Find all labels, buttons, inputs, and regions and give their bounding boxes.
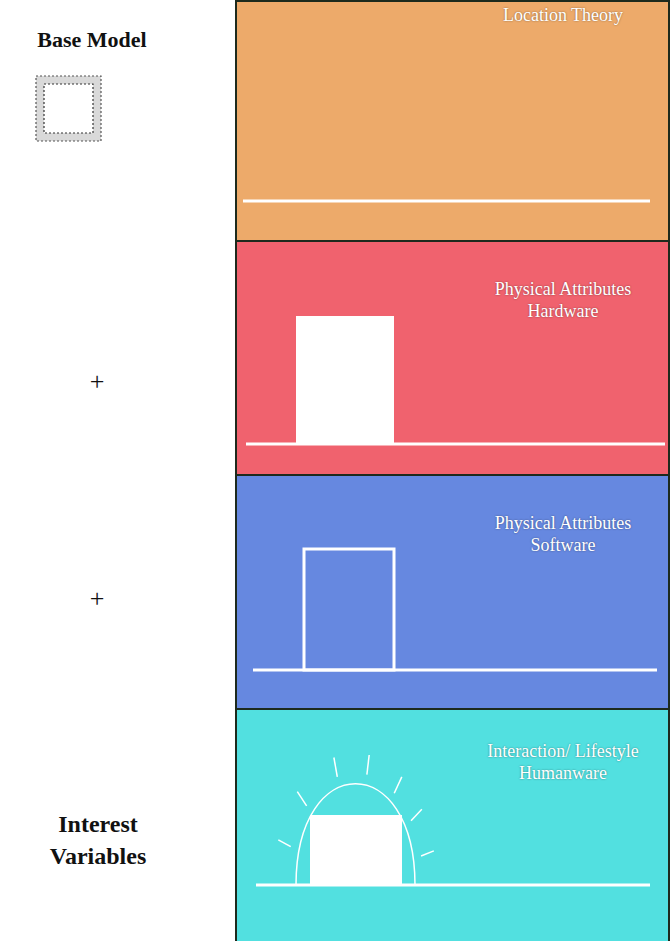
band-fill <box>236 241 670 475</box>
layer-title: Physical Attributes Hardware <box>465 278 661 322</box>
plus-sign: + <box>77 366 117 398</box>
separator-line <box>236 474 670 476</box>
aura-ray <box>297 792 306 806</box>
solid-building <box>310 815 402 885</box>
band-fill <box>236 475 670 709</box>
aura-rays <box>278 755 433 856</box>
solid-building <box>296 316 394 444</box>
layer-band: Location Theory <box>237 2 669 241</box>
band-fill <box>236 709 670 941</box>
outline-building <box>304 549 394 670</box>
separator-line <box>236 708 670 710</box>
plus-sign: + <box>77 583 117 615</box>
model-icon <box>36 76 101 141</box>
layer-title: Physical Attributes Software <box>465 512 661 556</box>
model-icon-inner <box>44 84 93 133</box>
frame-line <box>236 0 670 2</box>
ground-line <box>256 884 650 887</box>
layer-band: Interaction/ Lifestyle Humanware <box>237 710 669 941</box>
aura-ray <box>334 757 337 776</box>
aura-ray <box>367 755 369 775</box>
side-heading: Base Model <box>0 24 192 56</box>
ground-line <box>243 200 650 203</box>
layer-title: Location Theory <box>465 4 661 26</box>
frame-line <box>668 0 670 941</box>
aura-arch <box>296 784 415 885</box>
layer-title: Interaction/ Lifestyle Humanware <box>465 740 661 784</box>
aura-ray <box>421 851 434 856</box>
ground-line <box>246 443 665 446</box>
aura-ray <box>411 809 422 820</box>
layer-band: Physical Attributes Software <box>237 476 669 709</box>
separator-line <box>236 240 670 242</box>
frame-line <box>235 0 237 941</box>
aura-ray <box>278 840 290 847</box>
side-heading: Interest Variables <box>23 808 173 872</box>
band-fill <box>236 0 670 241</box>
layer-band: Physical Attributes Hardware <box>237 242 669 475</box>
aura-ray <box>394 777 402 793</box>
ground-line <box>253 669 657 672</box>
